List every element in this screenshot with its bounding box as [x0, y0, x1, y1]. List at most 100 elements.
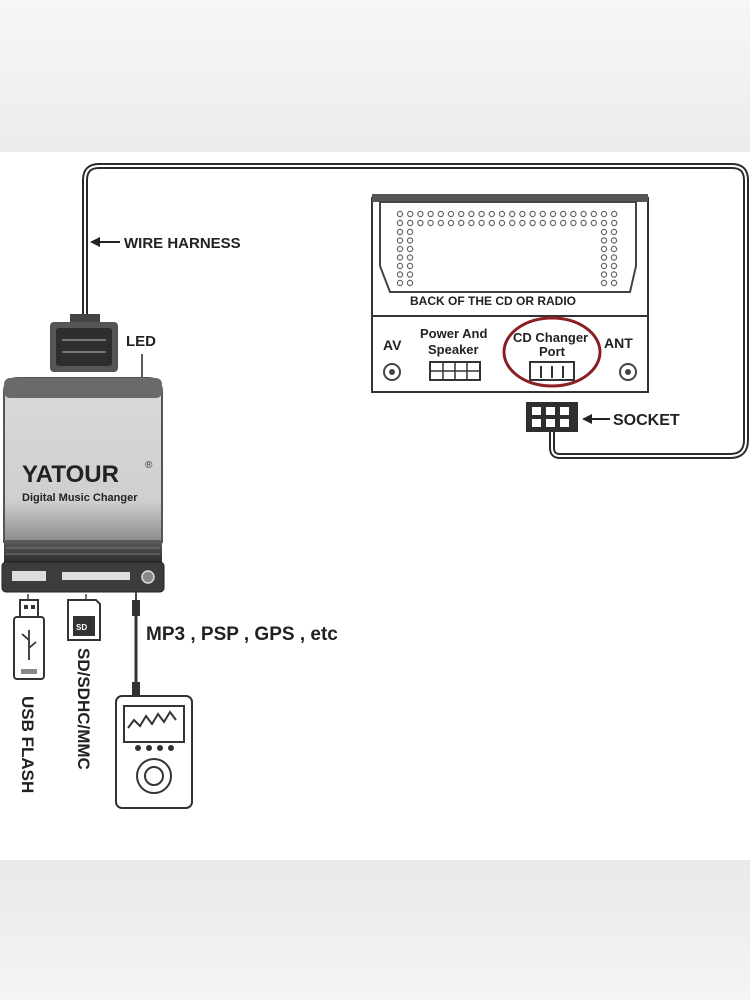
vent-dot	[407, 219, 414, 227]
vent-dot	[396, 271, 404, 278]
vent-dot	[600, 279, 608, 287]
vent-dot	[610, 279, 618, 287]
av-label: AV	[383, 337, 402, 353]
vent-dot	[396, 237, 404, 244]
vent-dot	[396, 219, 404, 227]
vent-dot	[437, 219, 444, 227]
vent-dot	[458, 219, 465, 227]
socket-arrow	[582, 414, 610, 424]
vent-dot	[427, 219, 434, 227]
vent-dot	[447, 219, 455, 227]
vent-dot	[600, 245, 608, 253]
power-speaker-label-line2: Speaker	[428, 342, 479, 357]
socket-label: SOCKET	[613, 412, 680, 429]
vent-dot	[611, 210, 618, 218]
vent-dot	[458, 210, 465, 218]
vent-dot	[396, 228, 404, 236]
vent-dot	[488, 219, 495, 227]
vent-dot	[427, 210, 434, 218]
vent-dot	[417, 210, 424, 218]
vent-dot	[396, 279, 404, 287]
vent-dot	[610, 254, 618, 261]
vent-dot	[600, 228, 608, 236]
vent-dot	[610, 262, 618, 270]
radio-vent-dots	[396, 210, 618, 287]
vent-dot	[406, 279, 414, 287]
svg-text:SD: SD	[76, 623, 87, 632]
vent-dot	[498, 219, 506, 227]
vent-dot	[488, 210, 495, 218]
vent-dot	[468, 219, 475, 227]
vent-dot	[406, 245, 414, 253]
vent-dot	[437, 210, 444, 218]
usb-flash-drive	[13, 594, 45, 680]
vent-dot	[600, 271, 608, 278]
vent-dot	[539, 219, 547, 227]
vent-dot	[600, 237, 608, 244]
ant-label: ANT	[604, 335, 633, 351]
brand-subtitle: Digital Music Changer	[22, 492, 138, 504]
vent-dot	[580, 219, 587, 227]
wire-harness-label: WIRE HARNESS	[124, 235, 241, 252]
vent-dot	[519, 210, 526, 218]
vent-dot	[570, 210, 577, 218]
vent-dot	[396, 254, 404, 261]
registered-mark: ®	[145, 460, 153, 471]
sd-card: SD	[67, 594, 101, 641]
vent-dot	[560, 219, 567, 227]
led-label: LED	[126, 333, 156, 350]
vent-dot	[396, 262, 404, 270]
vent-dot	[590, 219, 598, 227]
vent-dot	[580, 210, 587, 218]
back-of-cd-label: BACK OF THE CD OR RADIO	[410, 294, 576, 308]
usb-flash-label: USB FLASH	[18, 696, 37, 793]
vent-dot	[600, 262, 608, 270]
vent-dot	[406, 254, 414, 261]
vent-dot	[407, 210, 414, 218]
vent-dot	[478, 210, 485, 218]
yatour-device	[1, 377, 165, 593]
vent-dot	[549, 210, 557, 218]
cd-changer-highlight-circle	[502, 316, 602, 388]
vent-dot	[600, 219, 608, 227]
vent-dot	[549, 219, 557, 227]
vent-dot	[590, 210, 598, 218]
vent-dot	[406, 271, 414, 278]
brand-label: YATOUR	[22, 461, 119, 488]
vent-dot	[610, 245, 618, 253]
vent-dot	[447, 210, 455, 218]
vent-dot	[396, 245, 404, 253]
vent-dot	[498, 210, 506, 218]
usb-slot	[12, 571, 46, 581]
socket-plug	[526, 402, 578, 432]
vent-dot	[600, 254, 608, 261]
top-blank-band	[0, 0, 750, 152]
vent-dot	[406, 237, 414, 244]
vent-dot	[406, 228, 414, 236]
cd-changer-label-line2: Port	[539, 344, 566, 359]
vent-dot	[610, 271, 618, 278]
power-speaker-connector	[429, 361, 481, 381]
audio-cable	[132, 592, 140, 696]
vent-dot	[509, 210, 516, 218]
vent-dot	[406, 262, 414, 270]
power-speaker-label-line1: Power And	[420, 326, 487, 341]
vent-dot	[611, 219, 618, 227]
cd-changer-label-line1: CD Changer	[513, 330, 588, 345]
harness-connector	[50, 314, 118, 372]
vent-dot	[570, 219, 577, 227]
wire-harness-arrow	[90, 237, 120, 247]
vent-dot	[529, 210, 536, 218]
vent-dot	[560, 210, 567, 218]
vent-dot	[539, 210, 547, 218]
media-devices-label: MP3 , PSP , GPS , etc	[146, 624, 338, 645]
vent-dot	[610, 237, 618, 244]
vent-dot	[509, 219, 516, 227]
sd-slot	[62, 572, 130, 580]
vent-dot	[529, 219, 536, 227]
vent-dot	[468, 210, 475, 218]
vent-dot	[396, 210, 404, 218]
radio-head-unit	[371, 194, 649, 393]
vent-dot	[478, 219, 485, 227]
vent-dot	[610, 228, 618, 236]
